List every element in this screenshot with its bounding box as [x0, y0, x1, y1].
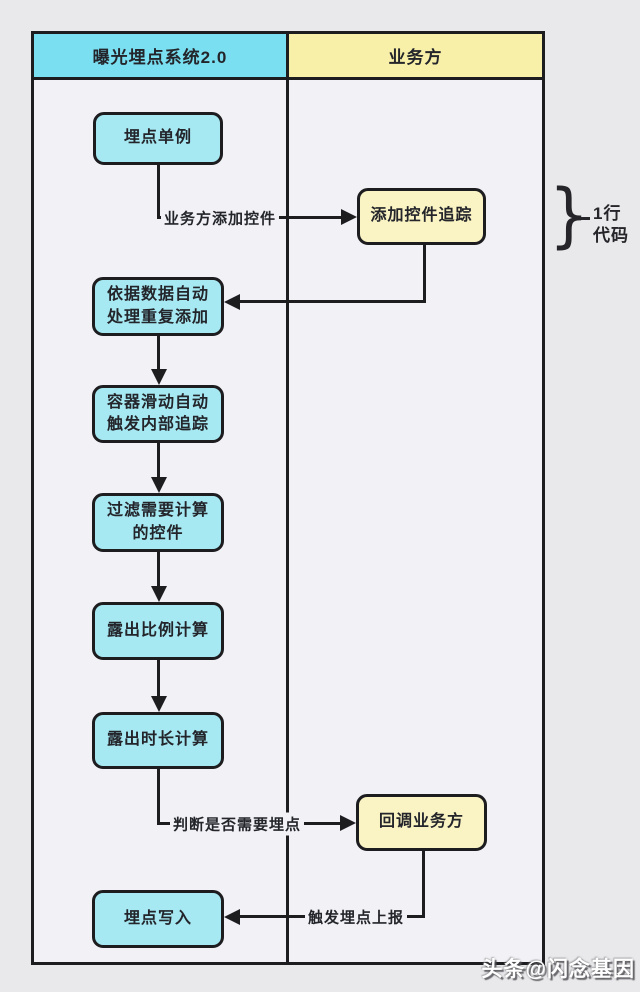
node-buried-point-write: 埋点写入 — [92, 890, 224, 948]
swimlane-container: 曝光埋点系统2.0 业务方 埋点单例 添加控件追踪 依据数据自动 处理重复添加 … — [31, 31, 545, 965]
node-label: 过滤需要计算 — [106, 502, 209, 520]
connector-line — [422, 851, 425, 917]
arrowhead-down-icon — [151, 696, 167, 712]
node-buried-point-singleton: 埋点单例 — [93, 112, 223, 165]
node-label: 埋点单例 — [123, 129, 192, 147]
node-label: 的控件 — [132, 524, 184, 542]
arrowhead-left-icon — [224, 909, 240, 925]
edge-label-judge-need: 判断是否需要埋点 — [169, 812, 305, 836]
connector-line — [157, 552, 160, 587]
connector-line — [240, 300, 426, 303]
node-label: 依据数据自动 — [106, 286, 209, 304]
node-container-scroll-tracking: 容器滑动自动 触发内部追踪 — [92, 385, 224, 443]
node-exposure-duration-calc: 露出时长计算 — [92, 712, 224, 769]
annotation-line: 1行 — [593, 204, 622, 223]
node-label: 露出比例计算 — [106, 621, 209, 639]
connector-line — [157, 163, 160, 217]
arrowhead-right-icon — [341, 209, 357, 225]
brace-connector-line — [577, 217, 590, 220]
lane-divider — [286, 34, 289, 962]
annotation-one-line-of-code: 1行 代码 — [593, 203, 629, 247]
lane-title-system: 曝光埋点系统2.0 — [92, 48, 228, 67]
node-label: 容器滑动自动 — [106, 393, 209, 411]
lane-title-business: 业务方 — [388, 48, 443, 67]
watermark: 头条@闪念基因 — [481, 958, 635, 981]
arrowhead-down-icon — [151, 586, 167, 602]
node-exposure-ratio-calc: 露出比例计算 — [92, 602, 224, 660]
arrowhead-down-icon — [151, 477, 167, 493]
node-label: 露出时长计算 — [106, 731, 209, 749]
node-dedupe-auto-handling: 依据数据自动 处理重复添加 — [92, 277, 224, 336]
connector-line — [157, 443, 160, 478]
lane-header-system: 曝光埋点系统2.0 — [34, 34, 286, 80]
node-label: 添加控件追踪 — [370, 207, 473, 225]
connector-line — [157, 660, 160, 697]
connector-line — [157, 769, 160, 824]
connector-line — [423, 245, 426, 302]
node-label: 埋点写入 — [123, 909, 192, 927]
arrowhead-left-icon — [224, 294, 240, 310]
connector-line — [157, 336, 160, 370]
node-label: 处理重复添加 — [106, 308, 209, 326]
edge-label-trigger-report: 触发埋点上报 — [304, 905, 408, 929]
node-label: 触发内部追踪 — [106, 416, 209, 433]
arrowhead-right-icon — [340, 815, 356, 831]
arrowhead-down-icon — [151, 369, 167, 385]
edge-label-add-control: 业务方添加控件 — [160, 206, 280, 230]
brace-icon: } — [549, 174, 590, 256]
node-filter-controls: 过滤需要计算 的控件 — [92, 493, 224, 552]
node-label: 回调业务方 — [378, 813, 464, 831]
lane-header-business: 业务方 — [289, 34, 542, 80]
node-callback-business: 回调业务方 — [356, 794, 487, 851]
node-add-control-tracking: 添加控件追踪 — [357, 188, 486, 245]
annotation-line: 代码 — [593, 226, 629, 246]
